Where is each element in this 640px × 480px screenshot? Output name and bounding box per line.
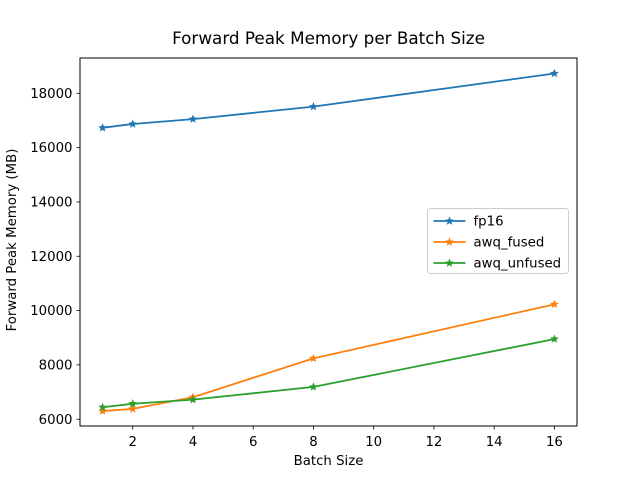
series-awq_unfused-marker [550, 334, 559, 343]
series-awq_unfused-line [101, 338, 556, 409]
chart-title: Forward Peak Memory per Batch Size [172, 28, 485, 48]
series-fp16-marker [98, 123, 107, 132]
x-tick-label: 10 [365, 435, 382, 450]
legend-label-fp16: fp16 [474, 215, 504, 230]
y-tick-label: 10000 [30, 304, 72, 319]
series-fp16-marker [128, 119, 138, 128]
series-fp16-marker [309, 102, 318, 111]
series-awq_unfused-marker [98, 402, 107, 411]
series-awq_unfused-marker [188, 395, 198, 404]
y-tick-label: 16000 [30, 141, 72, 156]
axes-layer: 2 4 6 8 10 12 14 16 6000 8000 10000 12000 14000 16000… [30, 57, 578, 450]
y-tick-label: 8000 [39, 358, 73, 373]
series-awq_fused-line [101, 303, 556, 412]
series-fp16-line [101, 72, 556, 129]
series-fp16-marker [550, 68, 559, 78]
series-layer [98, 68, 559, 415]
legend-box [427, 208, 569, 274]
x-axis-label: Batch Size [294, 454, 364, 469]
y-tick-label: 6000 [39, 413, 73, 428]
legend-label-awq_fused: awq_fused [474, 236, 545, 251]
series-awq_fused-marker [550, 299, 559, 309]
x-tick-label: 12 [425, 435, 442, 450]
y-tick-label: 18000 [30, 87, 72, 102]
series-fp16-marker [188, 114, 198, 123]
x-tick-label: 8 [309, 435, 317, 450]
y-axis-label: Forward Peak Memory (MB) [5, 149, 20, 332]
legend: fp16 awq_fused awq_unfused [427, 208, 569, 274]
legend-marker-awq_unfused [445, 258, 454, 267]
x-tick-label: 16 [546, 435, 563, 450]
x-tick-label: 2 [128, 435, 136, 450]
legend-marker-awq_fused [445, 237, 454, 246]
series-awq_unfused-marker [128, 399, 138, 408]
series-awq_unfused-marker [309, 382, 318, 391]
series-awq_fused-marker [309, 353, 318, 363]
series-awq_fused-marker [98, 406, 107, 415]
x-tick-label: 4 [189, 435, 197, 450]
series-awq_fused-marker [128, 404, 138, 413]
y-tick-label: 14000 [30, 196, 72, 211]
legend-label-awq_unfused: awq_unfused [474, 257, 562, 272]
x-tick-label: 6 [249, 435, 257, 450]
x-tick-label: 14 [486, 435, 503, 450]
legend-marker-fp16 [445, 216, 454, 225]
plot-border [79, 57, 578, 427]
y-tick-label: 12000 [30, 250, 72, 265]
